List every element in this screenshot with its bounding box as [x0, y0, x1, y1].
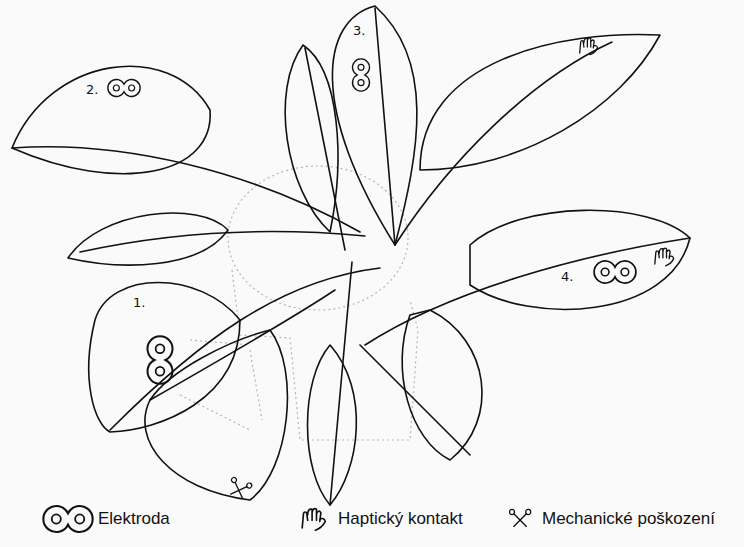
pot-outline: [180, 166, 418, 440]
electrode-symbols: [108, 59, 636, 384]
haptic-symbols: [580, 38, 674, 266]
callout-number-text: 2.: [86, 82, 98, 97]
callout-number: 3.: [353, 20, 365, 39]
legend-entry: Haptický kontakt: [338, 509, 463, 529]
callout-number: 1.: [133, 292, 145, 311]
callout-number-text: 4.: [561, 269, 573, 284]
callout-number-text: 1.: [133, 295, 145, 310]
legend-entry: Elektroda: [98, 509, 170, 529]
legend-label: Mechanické poškození: [542, 509, 715, 528]
leaves: [12, 6, 690, 505]
legend-label: Elektroda: [98, 509, 170, 528]
damage-symbol: [227, 477, 253, 500]
callout-number-text: 3.: [353, 23, 365, 38]
legend-label: Haptický kontakt: [338, 509, 463, 528]
legend-symbols: [43, 506, 530, 532]
legend-entry: Mechanické poškození: [542, 509, 715, 529]
callout-number: 4.: [561, 266, 573, 285]
callout-number: 2.: [86, 79, 98, 98]
